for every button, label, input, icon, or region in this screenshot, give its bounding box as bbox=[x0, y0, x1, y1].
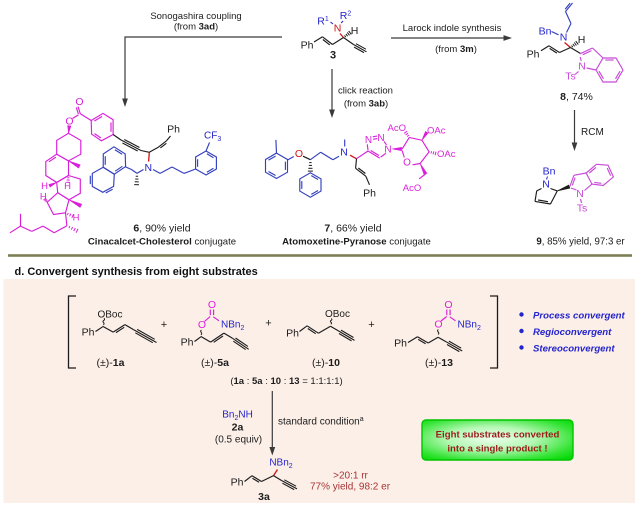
svg-text:(1a : 5a : 10 : 13 = 1:1:1:1): (1a : 5a : 10 : 13 = 1:1:1:1) bbox=[230, 376, 342, 387]
svg-text:Bn: Bn bbox=[539, 26, 552, 38]
svg-text:H: H bbox=[351, 25, 359, 37]
svg-text:N: N bbox=[145, 162, 153, 174]
svg-text:d. Convergent synthesis from e: d. Convergent synthesis from eight subst… bbox=[15, 266, 258, 278]
svg-text:Ts: Ts bbox=[565, 71, 576, 83]
svg-text:Ph: Ph bbox=[167, 124, 180, 136]
svg-text:AcO: AcO bbox=[403, 183, 421, 194]
svg-text:N: N bbox=[340, 147, 348, 159]
svg-text:+: + bbox=[368, 319, 374, 331]
svg-text:Ph: Ph bbox=[301, 40, 314, 52]
svg-text:standard conditiona: standard conditiona bbox=[278, 416, 364, 428]
svg-text:Ph: Ph bbox=[527, 49, 540, 61]
svg-text:(from 3ad): (from 3ad) bbox=[174, 22, 218, 33]
svg-text:Ph: Ph bbox=[363, 188, 376, 200]
svg-text:H: H bbox=[578, 34, 586, 46]
svg-text:click reaction: click reaction bbox=[338, 86, 393, 97]
svg-text:into a single product !: into a single product ! bbox=[447, 444, 547, 455]
svg-text:9, 85% yield, 97:3 er: 9, 85% yield, 97:3 er bbox=[536, 237, 625, 248]
svg-text:H: H bbox=[41, 181, 48, 192]
svg-text:N: N bbox=[377, 133, 384, 144]
svg-text:>20:1 rr: >20:1 rr bbox=[333, 471, 368, 482]
svg-text:N: N bbox=[576, 188, 584, 200]
svg-text:Sonogashira coupling: Sonogashira coupling bbox=[150, 11, 241, 22]
svg-text:2a: 2a bbox=[232, 422, 244, 434]
svg-text:N: N bbox=[365, 135, 372, 146]
svg-text:6, 90% yield: 6, 90% yield bbox=[133, 223, 190, 235]
svg-text:O: O bbox=[75, 96, 83, 108]
svg-text:H: H bbox=[73, 213, 80, 224]
svg-text:OBoc: OBoc bbox=[97, 309, 122, 320]
svg-text:OAc: OAc bbox=[437, 149, 456, 160]
svg-text:Ph: Ph bbox=[181, 337, 194, 349]
svg-text:7, 66% yield: 7, 66% yield bbox=[324, 223, 381, 235]
svg-text:O: O bbox=[295, 148, 303, 160]
svg-text:(±)-5a: (±)-5a bbox=[201, 357, 229, 369]
svg-text:Ts: Ts bbox=[577, 203, 588, 215]
svg-text:(±)-13: (±)-13 bbox=[425, 357, 453, 369]
svg-text:Ph: Ph bbox=[231, 477, 244, 489]
svg-text:(0.5 equiv): (0.5 equiv) bbox=[215, 435, 262, 446]
svg-text:Ph: Ph bbox=[82, 327, 95, 339]
svg-text:Ph: Ph bbox=[286, 328, 299, 340]
svg-text:O: O bbox=[444, 299, 452, 311]
svg-text:N: N bbox=[542, 179, 550, 191]
svg-text:Bn: Bn bbox=[543, 166, 556, 178]
svg-text:Eight substrates converted: Eight substrates converted bbox=[436, 430, 560, 441]
svg-text:Atomoxetine-Pyranose conjugate: Atomoxetine-Pyranose conjugate bbox=[282, 237, 431, 248]
svg-text:(from 3ab): (from 3ab) bbox=[344, 99, 388, 110]
svg-text:3a: 3a bbox=[258, 491, 270, 503]
svg-text:AcO: AcO bbox=[388, 123, 406, 134]
svg-text:O: O bbox=[403, 158, 411, 169]
svg-text:Larock indole synthesis: Larock indole synthesis bbox=[403, 23, 502, 34]
svg-text:3: 3 bbox=[330, 50, 336, 62]
svg-text:Cinacalcet-Cholesterol conjuga: Cinacalcet-Cholesterol conjugate bbox=[88, 237, 236, 248]
svg-text:(from 3m): (from 3m) bbox=[435, 44, 477, 55]
svg-text:OAc: OAc bbox=[427, 126, 446, 137]
svg-text:Bn2NH: Bn2NH bbox=[222, 410, 253, 423]
svg-text:77% yield, 98:2 er: 77% yield, 98:2 er bbox=[310, 482, 391, 493]
svg-text:Process convergent: Process convergent bbox=[533, 311, 626, 322]
svg-text:RCM: RCM bbox=[581, 127, 604, 138]
svg-text:N: N bbox=[560, 32, 568, 44]
svg-text:H: H bbox=[40, 192, 47, 203]
svg-text:(±)-10: (±)-10 bbox=[312, 357, 340, 369]
svg-text:N: N bbox=[334, 23, 342, 35]
svg-text:N: N bbox=[578, 61, 586, 73]
svg-text:8, 74%: 8, 74% bbox=[560, 91, 593, 103]
svg-text:Stereoconvergent: Stereoconvergent bbox=[533, 344, 615, 355]
svg-text:(±)-1a: (±)-1a bbox=[97, 357, 125, 369]
svg-text:Regioconvergent: Regioconvergent bbox=[533, 327, 612, 338]
svg-text:O: O bbox=[208, 299, 216, 311]
svg-text:+: + bbox=[265, 318, 271, 330]
svg-text:+: + bbox=[161, 319, 167, 331]
svg-text:Ph: Ph bbox=[394, 338, 407, 350]
svg-text:OBoc: OBoc bbox=[325, 309, 350, 320]
